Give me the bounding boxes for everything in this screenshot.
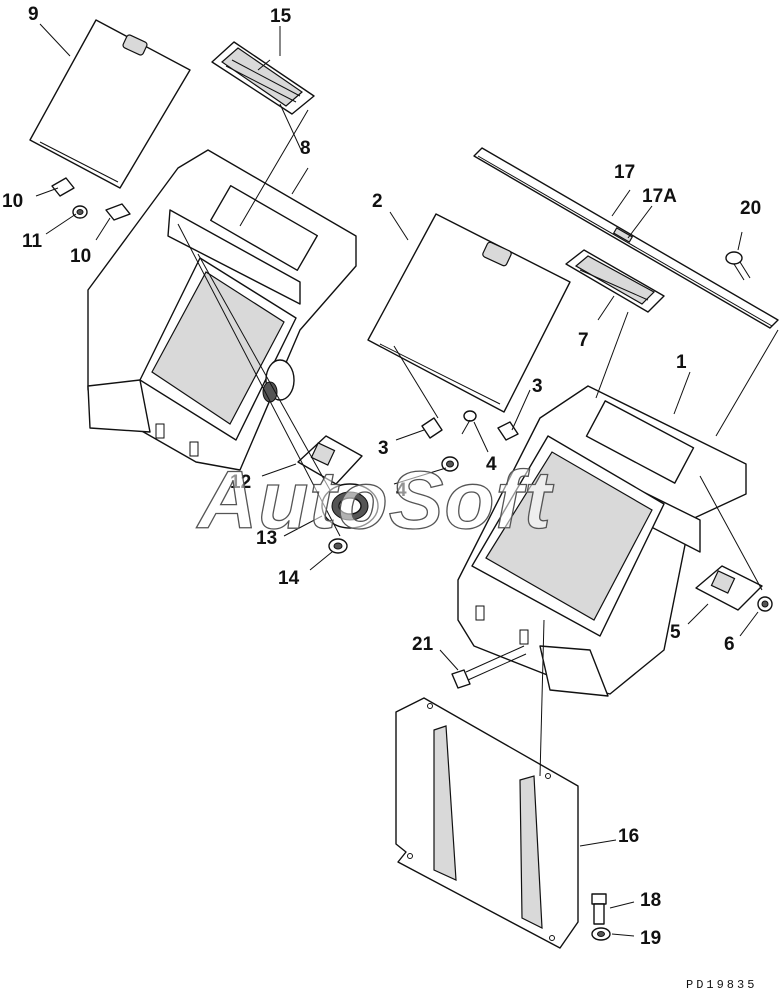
callout-5: 5 — [670, 622, 681, 643]
nut-4-lower — [441, 456, 459, 472]
leader-lines — [35, 23, 779, 937]
nut-11 — [72, 205, 88, 219]
callout-11: 11 — [22, 231, 43, 252]
callout-3a: 3 — [378, 438, 389, 459]
register-5 — [695, 565, 763, 611]
callout-7: 7 — [578, 330, 589, 351]
nut-14 — [328, 538, 348, 554]
duct-housing-1 — [457, 385, 747, 697]
callout-10a: 10 — [2, 191, 23, 212]
callout-16: 16 — [618, 826, 639, 847]
cover-panel-9 — [29, 19, 191, 189]
cover-panel-2 — [367, 213, 571, 413]
callout-19: 19 — [640, 928, 661, 949]
nut-6 — [757, 596, 773, 612]
grille-15 — [211, 41, 315, 115]
callout-17: 17 — [614, 162, 635, 183]
callout-21: 21 — [412, 634, 434, 655]
duct-housing-8 — [87, 149, 357, 471]
watermark-text: AutoSoft — [196, 455, 555, 546]
washer-19 — [591, 927, 611, 941]
callout-1: 1 — [676, 352, 687, 373]
callout-10b: 10 — [70, 246, 91, 267]
callout-8: 8 — [300, 138, 311, 159]
callout-20: 20 — [740, 198, 761, 219]
bolt-18 — [591, 893, 607, 925]
callout-3b: 3 — [532, 376, 543, 397]
clip-10-left — [51, 177, 75, 197]
callout-13: 13 — [256, 528, 277, 549]
rail-strip-17 — [473, 147, 779, 329]
callout-labels: 9 15 8 10 11 10 2 17 17A 20 7 1 3 3 4 4 … — [2, 4, 761, 949]
clip-3-right — [497, 421, 519, 441]
screw-4-upper — [461, 410, 477, 435]
callout-4a: 4 — [486, 454, 497, 475]
drawing-code: PD19835 — [686, 978, 757, 992]
clip-3-left — [421, 417, 443, 439]
callout-6: 6 — [724, 634, 735, 655]
clip-10-right — [105, 203, 131, 221]
bolt-21 — [451, 645, 527, 689]
callout-9: 9 — [28, 4, 39, 25]
callout-4b: 4 — [396, 480, 407, 501]
plate-16 — [395, 697, 579, 949]
register-12 — [297, 435, 363, 485]
callout-15: 15 — [270, 6, 292, 27]
callout-18: 18 — [640, 890, 661, 911]
callout-2: 2 — [372, 191, 383, 212]
callout-14: 14 — [278, 568, 300, 589]
bolt-20 — [725, 251, 751, 281]
callout-12: 12 — [230, 472, 251, 493]
vent-ring-13 — [321, 483, 379, 529]
callout-17a: 17A — [642, 186, 677, 207]
grille-7 — [565, 249, 665, 313]
